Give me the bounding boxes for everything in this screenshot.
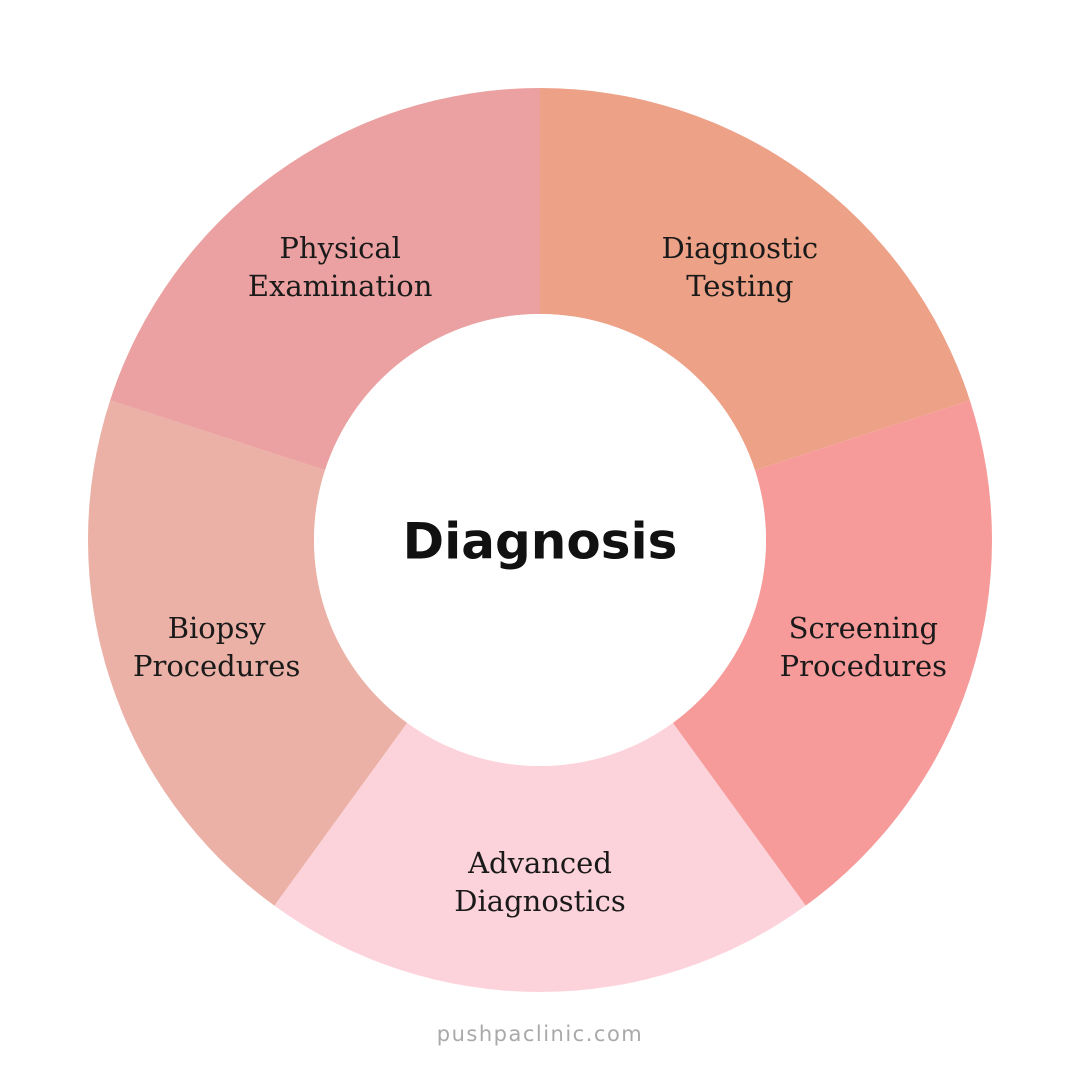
segment-label-line2: Diagnostics bbox=[454, 884, 625, 918]
segment-label-line2: Examination bbox=[248, 269, 433, 303]
segment-label-line2: Testing bbox=[686, 269, 793, 303]
segment-physical bbox=[110, 88, 541, 471]
segment-screening bbox=[672, 400, 992, 906]
segment-label-line1: Biopsy bbox=[168, 611, 266, 645]
center-circle bbox=[314, 314, 766, 766]
segment-label-line1: Physical bbox=[279, 231, 401, 265]
segment-diagnostic bbox=[540, 88, 970, 471]
segment-label-line1: Screening bbox=[789, 611, 939, 645]
segment-biopsy bbox=[87, 400, 408, 906]
segment-label-line1: Diagnostic bbox=[662, 231, 819, 265]
segment-label-line2: Procedures bbox=[133, 649, 300, 683]
segments-group bbox=[87, 88, 992, 993]
segment-advanced bbox=[274, 722, 806, 993]
website-footer: pushpaclinic.com bbox=[436, 1022, 644, 1046]
segment-label-line2: Procedures bbox=[780, 649, 947, 683]
segment-label-line1: Advanced bbox=[467, 846, 612, 880]
center-title: Diagnosis bbox=[403, 513, 678, 571]
